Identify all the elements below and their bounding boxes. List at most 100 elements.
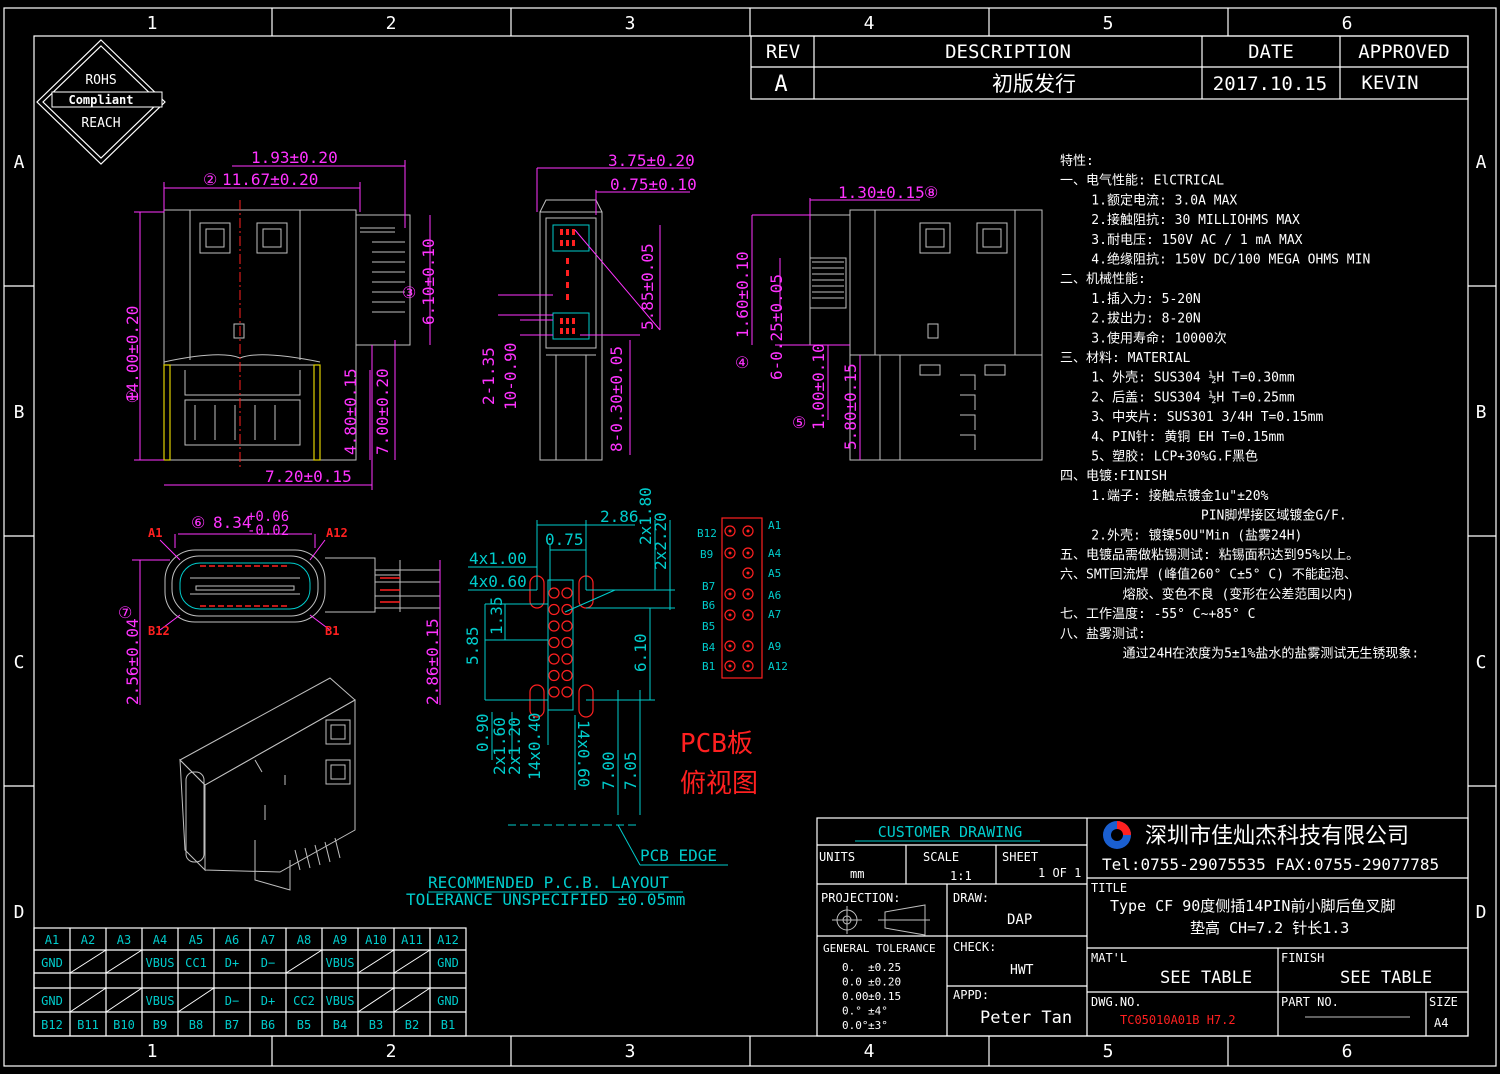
spec-line: 1.端子: 接触点镀金1u"±20% (1060, 488, 1269, 504)
spec-line: 二、机械性能: (1060, 272, 1146, 287)
pin-table-cell: A3 (117, 933, 131, 947)
col-label-6: 6 (1342, 13, 1353, 34)
dim-8-0-30: 8-0.30±0.05 (607, 346, 626, 452)
pcb-pad (561, 620, 573, 632)
logo-rohs: ROHS (85, 73, 116, 88)
row-label-d-right: D (1476, 902, 1487, 923)
pinmap-pad (742, 547, 754, 559)
spec-line: 2.接触阻抗: 30 MILLIOHMS MAX (1060, 212, 1300, 228)
pcb-pad (548, 669, 560, 682)
units-label: UNITS (819, 850, 855, 864)
pin-table-cell: B4 (333, 1018, 347, 1032)
pinmap-pad-center (728, 592, 732, 596)
pcb-pad (548, 603, 560, 616)
size-value: A4 (1434, 1016, 1448, 1030)
dim-5-85: 5.85±0.05 (638, 243, 657, 330)
dim-4-80: 4.80±0.15 (341, 368, 360, 455)
pcb-dim-7-05: 7.05 (621, 751, 640, 790)
pin-table-cell: B5 (297, 1018, 311, 1032)
pin-map: B12 B9 B7 B6 B5 B4 B1 A1 A4 A5 A6 A7 A9 … (697, 517, 788, 679)
pin-table-cell: B10 (113, 1018, 135, 1032)
tolerance-value: ±0.20 (868, 976, 901, 989)
approved-value: KEVIN (1361, 72, 1418, 94)
row-label-a: A (14, 152, 25, 173)
dim-2-56: 2.56±0.04 (123, 618, 142, 705)
pin-table-cell: B9 (153, 1018, 167, 1032)
pinmap-pad-center (728, 529, 732, 533)
pin-table-cell: A5 (189, 933, 203, 947)
pcb-dim-2-86: 2.86 (600, 507, 639, 526)
pinmap-pad-center (746, 592, 750, 596)
pcb-pad (561, 686, 573, 698)
callout-5: ⑤ (792, 413, 806, 432)
dwg-number: TC05010A01B H7.2 (1120, 1013, 1236, 1027)
pin-table-cell: B8 (189, 1018, 203, 1032)
dim-1-00: 1.00±0.10 (809, 343, 828, 430)
pcb-dim-14x0-60: 14x0.60 (574, 720, 593, 787)
pin-table-cell: B6 (261, 1018, 275, 1032)
pinmap-pad-center (728, 644, 732, 648)
pcb-dim-4x1-00: 4x1.00 (469, 549, 527, 568)
callout-4: ④ (735, 353, 749, 372)
spec-line: 1.插入力: 5-20N (1060, 292, 1201, 307)
pin-table-cell: D− (261, 956, 275, 970)
column-ticks (4, 8, 1496, 1066)
row-label-c-right: C (1476, 652, 1487, 673)
pinmap-pad-center (746, 644, 750, 648)
spec-line: 一、电气性能: ElCTRICAL (1060, 173, 1224, 189)
pinmap-l3: B7 (702, 580, 715, 593)
pinmap-r3: A6 (768, 589, 781, 602)
company-contact: Tel:0755-29075535 FAX:0755-29077785 (1102, 855, 1439, 874)
spec-line: 3、中夹片: SUS301 3/4H T=0.15mm (1060, 410, 1323, 425)
col-label-3-bottom: 3 (625, 1041, 636, 1062)
pin-table-cell: B1 (441, 1018, 455, 1032)
logo-compliant: Compliant (68, 93, 133, 107)
pcb-pad (548, 686, 560, 698)
pin-table-empty-slash (393, 987, 431, 1013)
projection-symbol-icon (832, 904, 930, 936)
pin-table-empty-slash (285, 949, 323, 974)
pcb-note-1: RECOMMENDED P.C.B. LAYOUT (428, 873, 669, 892)
pcb-dim-2x1-60: 2x1.60 (490, 717, 509, 775)
spec-line: 七、工作温度: -55° C~+85° C (1060, 606, 1255, 622)
pin-table-cell: GND (41, 956, 63, 970)
pinmap-pad (742, 660, 754, 672)
title-block: CUSTOMER DRAWING 深圳市佳灿杰科技有限公司 Tel:0755-2… (816, 817, 1469, 1037)
isometric-view (179, 677, 356, 891)
part-label: PART NO. (1281, 995, 1339, 1009)
col-label-6-bottom: 6 (1342, 1041, 1353, 1062)
pcb-pad (548, 620, 560, 632)
dim-1-93: 1.93±0.20 (251, 148, 338, 167)
rev-value: A (774, 72, 787, 97)
pinmap-pad-center (746, 613, 750, 617)
pinmap-pad (724, 640, 736, 652)
pcb-edge-label: PCB EDGE (640, 846, 717, 865)
pcb-dim-5-85: 5.85 (463, 626, 482, 665)
pcb-pad (561, 603, 573, 616)
dim-8-34-minus: -0.02 (247, 523, 289, 539)
pcb-dim-4x0-60: 4x0.60 (469, 572, 527, 591)
pcb-label-2: 俯视图 (680, 769, 758, 799)
pin-table-cell: A8 (297, 933, 311, 947)
col-label-3: 3 (625, 13, 636, 34)
pin-table-empty-slash (177, 987, 215, 1013)
dim-7-20: 7.20±0.15 (265, 467, 352, 486)
tolerance-digits: 0. (842, 961, 855, 974)
description-header: DESCRIPTION (945, 41, 1071, 63)
pin-table-cell: D+ (225, 956, 239, 970)
date-value: 2017.10.15 (1213, 73, 1327, 95)
spec-line: 特性: (1060, 154, 1094, 169)
revision-table: REV DESCRIPTION DATE APPROVED A 初版发行 201… (750, 35, 1469, 100)
pin-table-cell: VBUS (146, 956, 175, 970)
spec-line: 六、SMT回流焊 (峰值260° C±5° C) 不能起泡、 (1060, 567, 1357, 583)
spec-line: 通过24H在浓度为5±1%盐水的盐雾测试无生锈现象: (1060, 646, 1419, 662)
pinmap-l0: B12 (697, 527, 717, 540)
pin-table-cell: B12 (41, 1018, 63, 1032)
title-line-2: 垫高 CH=7.2 针长1.3 (1190, 919, 1349, 937)
company-logo (1103, 821, 1131, 849)
company-name: 深圳市佳灿杰科技有限公司 (1145, 824, 1409, 849)
dim-6-0-25: 6-0.25±0.05 (767, 274, 786, 380)
pcb-dim-7-00: 7.00 (599, 751, 618, 790)
draw-value: DAP (1007, 912, 1032, 928)
